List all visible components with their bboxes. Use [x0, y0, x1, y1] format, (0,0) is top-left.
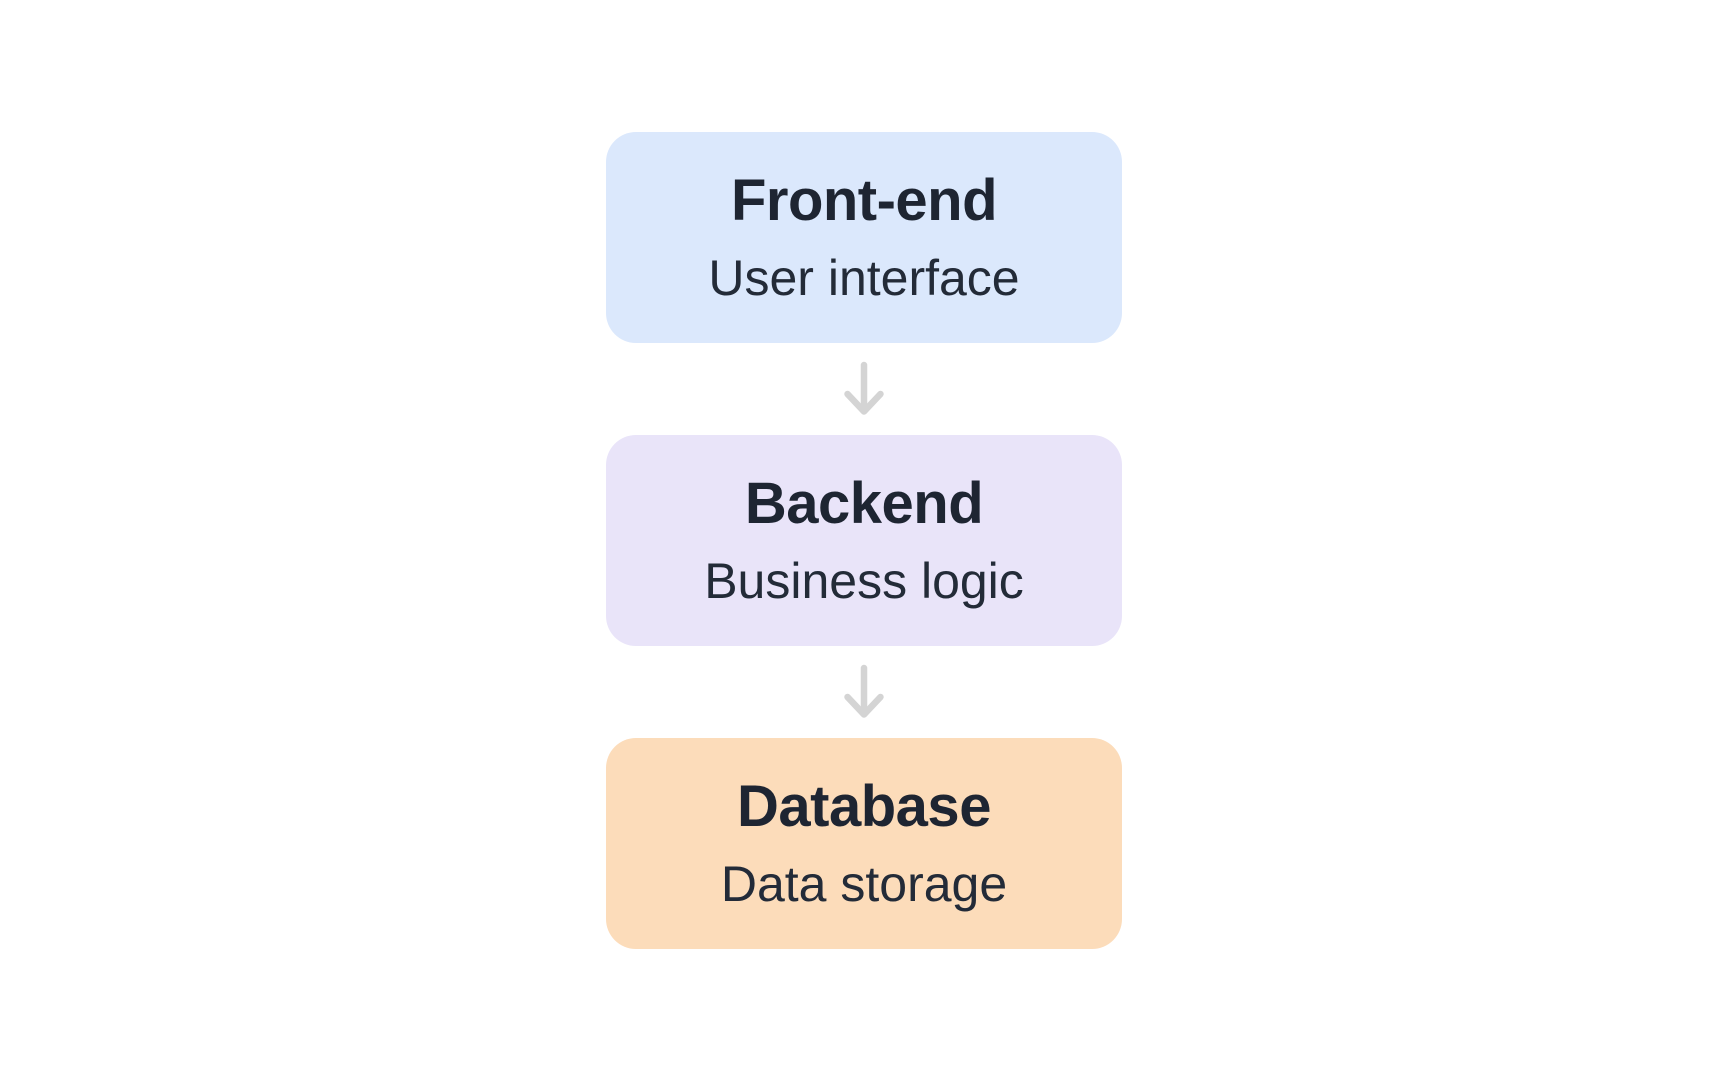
node-subtitle: User interface [708, 250, 1020, 307]
node-database: Database Data storage [606, 737, 1122, 949]
node-frontend: Front-end User interface [606, 131, 1122, 343]
node-title: Front-end [730, 167, 998, 233]
connector-frontend-backend [843, 343, 885, 435]
node-title: Database [737, 773, 991, 839]
node-backend: Backend Business logic [606, 434, 1122, 646]
node-title: Backend [744, 470, 984, 536]
node-subtitle: Business logic [704, 553, 1024, 610]
connector-backend-database [843, 646, 885, 738]
node-subtitle: Data storage [720, 856, 1008, 913]
down-arrow-icon [843, 361, 885, 417]
down-arrow-icon [843, 664, 885, 720]
